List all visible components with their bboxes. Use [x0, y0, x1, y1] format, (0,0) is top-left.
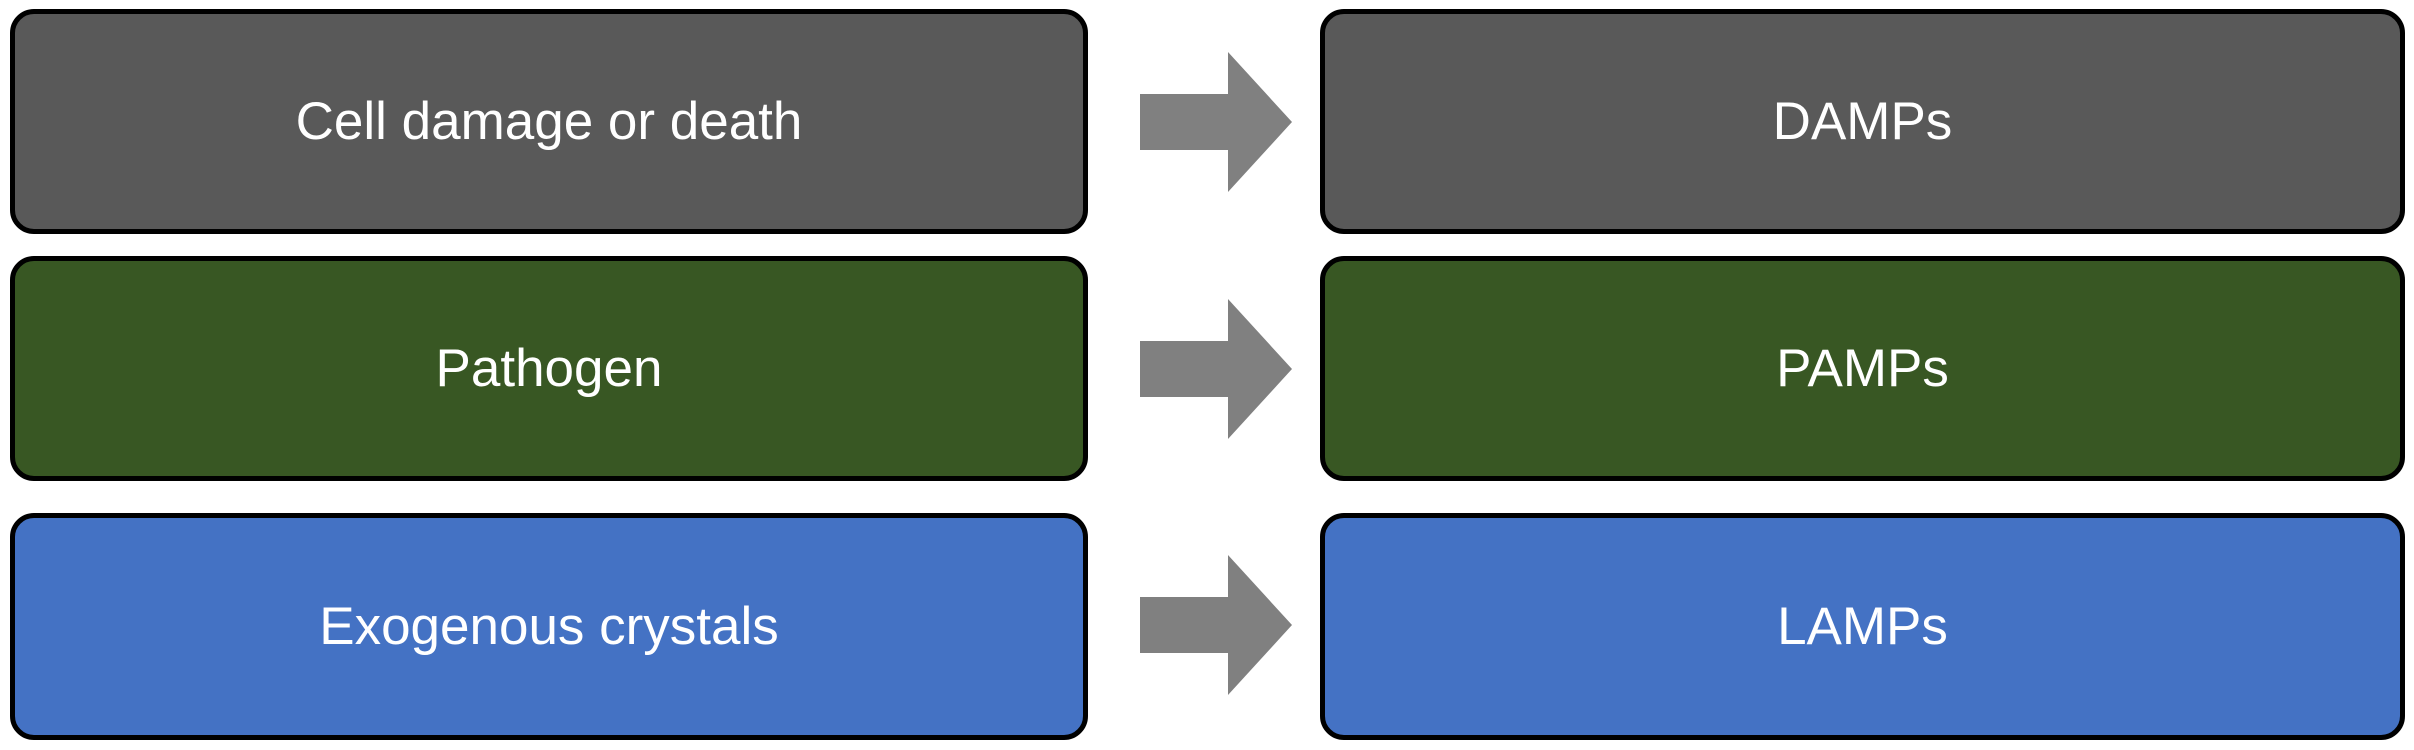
- flow-row-damps: Cell damage or death DAMPs: [0, 0, 2414, 245]
- flow-row-lamps: Exogenous crystals LAMPs: [0, 503, 2414, 750]
- source-box-label: Pathogen: [435, 339, 663, 398]
- right-arrow-icon-lamps: [1140, 555, 1292, 695]
- target-box-label: PAMPs: [1776, 339, 1949, 398]
- target-box-lamps[interactable]: LAMPs: [1320, 513, 2405, 740]
- right-arrow-icon-pamps: [1140, 299, 1292, 439]
- target-box-label: DAMPs: [1772, 92, 1953, 151]
- right-arrow-icon-damps: [1140, 52, 1292, 192]
- flow-row-pamps: Pathogen PAMPs: [0, 247, 2414, 492]
- source-box-label: Exogenous crystals: [319, 597, 779, 656]
- target-box-label: LAMPs: [1777, 597, 1948, 656]
- target-box-damps[interactable]: DAMPs: [1320, 9, 2405, 234]
- source-box-pathogen[interactable]: Pathogen: [10, 256, 1088, 481]
- source-box-exogenous-crystals[interactable]: Exogenous crystals: [10, 513, 1088, 740]
- source-box-cell-damage[interactable]: Cell damage or death: [10, 9, 1088, 234]
- source-box-label: Cell damage or death: [295, 92, 803, 151]
- target-box-pamps[interactable]: PAMPs: [1320, 256, 2405, 481]
